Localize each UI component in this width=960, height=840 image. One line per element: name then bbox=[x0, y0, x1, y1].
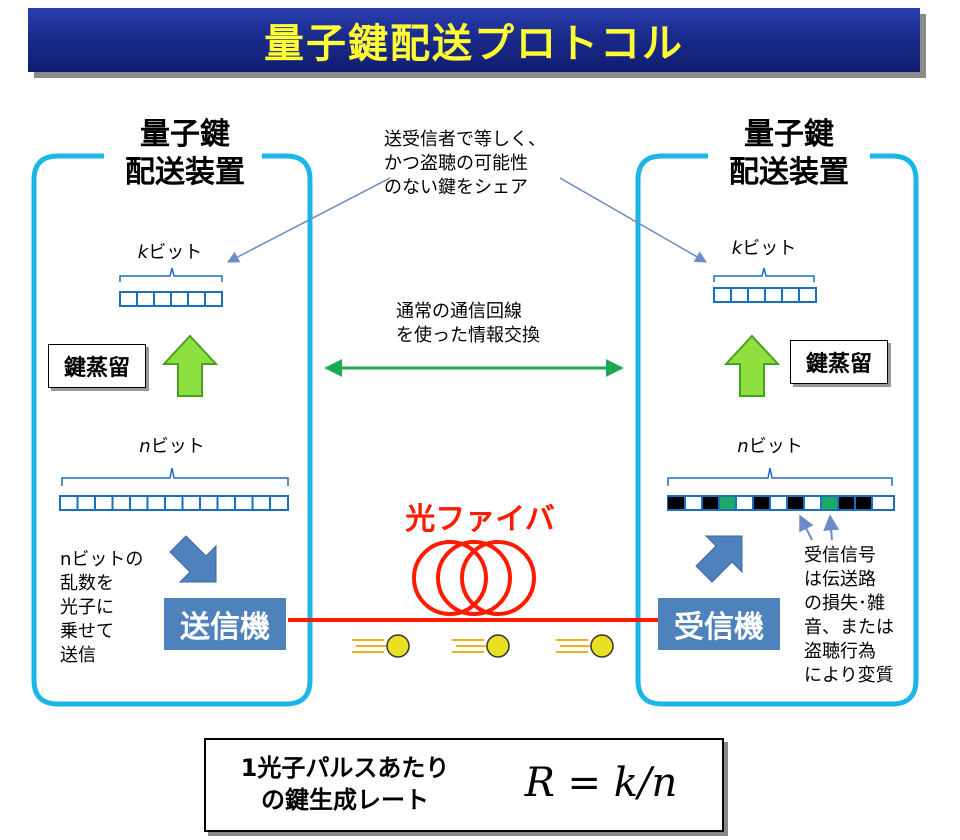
formula-description: 1光子パルスあたり の鍵生成レート bbox=[220, 752, 470, 816]
shared-key-note-line: かつ盗聴の可能性 bbox=[384, 153, 528, 174]
right-n-bits-label: nビット bbox=[730, 432, 810, 458]
formula-box: 1光子パルスあたり の鍵生成レート R = k/n bbox=[204, 738, 724, 832]
receiver-note-line: 受信信号 bbox=[804, 545, 876, 566]
right-k-brace bbox=[713, 267, 815, 282]
bits-suffix: ビット bbox=[150, 436, 205, 457]
shared-key-arrow-right bbox=[559, 177, 708, 263]
k-var: k bbox=[731, 238, 743, 259]
receiver-note-line: 盗聴行為 bbox=[804, 641, 876, 662]
left-distill-arrow bbox=[161, 334, 219, 397]
fiber-label: 光ファイバ bbox=[405, 502, 555, 537]
left-device-label-line2: 配送装置 bbox=[125, 155, 245, 190]
left-n-bits-label: nビット bbox=[132, 432, 212, 458]
formula-text-line2: の鍵生成レート bbox=[261, 786, 429, 814]
fiber-coil-icon bbox=[412, 540, 536, 616]
receiver-note-line: の損失･雑 bbox=[804, 593, 885, 614]
channel-note: 通常の通信回線 を使った情報交換 bbox=[396, 300, 596, 348]
left-device-label-line1: 量子鍵 bbox=[140, 117, 230, 152]
shared-key-note-line: のない鍵をシェア bbox=[384, 177, 528, 198]
receiver-note: 受信信号 は伝送路 の損失･雑 音、または 盗聴行為 により変質 bbox=[804, 544, 908, 688]
left-n-register bbox=[59, 495, 289, 511]
right-device-label-line1: 量子鍵 bbox=[744, 117, 834, 152]
altered-bit-pointer-2 bbox=[823, 514, 840, 541]
shared-key-note-line: 送受信者で等しく、 bbox=[384, 129, 546, 150]
receiver-note-line: は伝送路 bbox=[804, 569, 876, 590]
formula-math: R = k/n bbox=[524, 760, 678, 806]
channel-note-line: 通常の通信回線 bbox=[396, 301, 522, 322]
left-distillation-box: 鍵蒸留 bbox=[48, 344, 146, 388]
page-title: 量子鍵配送プロトコル bbox=[264, 21, 684, 67]
right-device-label: 量子鍵 配送装置 bbox=[704, 116, 874, 192]
photon-icon-1 bbox=[352, 634, 410, 658]
left-n-brace bbox=[61, 467, 289, 486]
altered-bit-pointer-1 bbox=[799, 514, 814, 541]
distillation-label: 鍵蒸留 bbox=[805, 352, 872, 377]
shared-key-arrow-left bbox=[226, 177, 391, 263]
shared-key-note: 送受信者で等しく、 かつ盗聴の可能性 のない鍵をシェア bbox=[384, 128, 584, 200]
transmitter-label: 送信機 bbox=[180, 610, 270, 645]
left-k-bits-label: kビット bbox=[130, 238, 210, 264]
formula-text-line1: 1光子パルスあたり bbox=[240, 754, 450, 782]
sender-note: nビットの 乱数を 光子に 乗せて 送信 bbox=[60, 548, 160, 668]
receiver-box: 受信機 bbox=[658, 598, 780, 650]
sender-note-line: nビットの bbox=[60, 549, 144, 570]
right-k-bits-label: kビット bbox=[724, 234, 804, 260]
sender-note-line: 乗せて bbox=[60, 621, 114, 642]
receiver-up-arrow bbox=[695, 535, 743, 583]
left-k-brace bbox=[119, 267, 223, 282]
bits-suffix: ビット bbox=[742, 238, 797, 259]
sender-down-arrow bbox=[169, 535, 217, 583]
right-distillation-box: 鍵蒸留 bbox=[790, 340, 888, 384]
receiver-note-line: 音、または bbox=[804, 617, 894, 638]
bits-suffix: ビット bbox=[148, 242, 203, 263]
left-device-label: 量子鍵 配送装置 bbox=[100, 116, 270, 192]
sender-note-line: 乱数を bbox=[60, 573, 114, 594]
channel-note-line: を使った情報交換 bbox=[396, 325, 540, 346]
sender-note-line: 光子に bbox=[60, 597, 114, 618]
receiver-label: 受信機 bbox=[674, 610, 764, 645]
right-distill-arrow bbox=[723, 334, 781, 397]
left-device-frame bbox=[31, 153, 313, 707]
n-var: n bbox=[737, 436, 749, 457]
left-k-register bbox=[119, 291, 223, 307]
title-bar: 量子鍵配送プロトコル bbox=[28, 8, 920, 72]
right-n-register bbox=[667, 495, 895, 511]
transmitter-box: 送信機 bbox=[164, 598, 286, 650]
receiver-note-line: により変質 bbox=[804, 665, 894, 686]
k-var: k bbox=[137, 242, 149, 263]
bits-suffix: ビット bbox=[748, 436, 803, 457]
right-k-register bbox=[713, 287, 817, 303]
right-n-brace bbox=[667, 467, 893, 486]
photon-icon-2 bbox=[452, 634, 510, 658]
distillation-label: 鍵蒸留 bbox=[63, 356, 130, 381]
right-device-frame bbox=[635, 153, 919, 707]
sender-note-line: 送信 bbox=[60, 645, 96, 666]
right-device-label-line2: 配送装置 bbox=[729, 155, 849, 190]
photon-icon-3 bbox=[556, 634, 614, 658]
n-var: n bbox=[139, 436, 151, 457]
